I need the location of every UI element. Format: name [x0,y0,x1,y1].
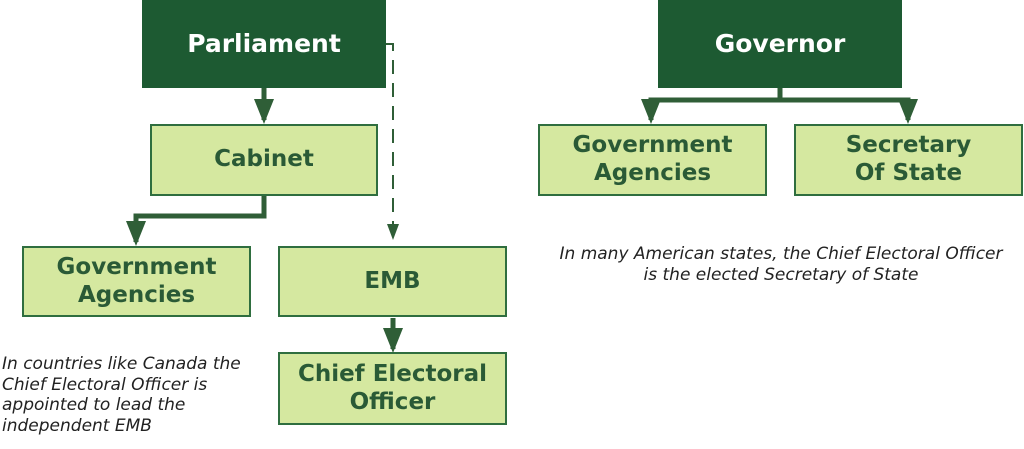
chief-electoral-officer-box: Chief Electoral Officer [278,352,507,425]
governor-box: Governor [658,0,902,88]
canada-note: In countries like Canada the Chief Elect… [2,354,241,437]
arrow-governor-to-secretary-of-state [780,97,918,125]
arrow-governor-to-government-agencies [641,88,783,125]
dashed-arrow-parliament-to-emb [386,43,399,240]
government-agencies-box-left: Government Agencies [22,246,251,317]
arrow-cabinet-to-government-agencies [126,196,267,247]
emb-box: EMB [278,246,507,317]
parliament-box: Parliament [142,0,386,88]
government-agencies-box-right: Government Agencies [538,124,767,196]
secretary-of-state-box: Secretary Of State [794,124,1023,196]
american-states-note: In many American states, the Chief Elect… [559,244,1003,285]
cabinet-box: Cabinet [150,124,378,196]
